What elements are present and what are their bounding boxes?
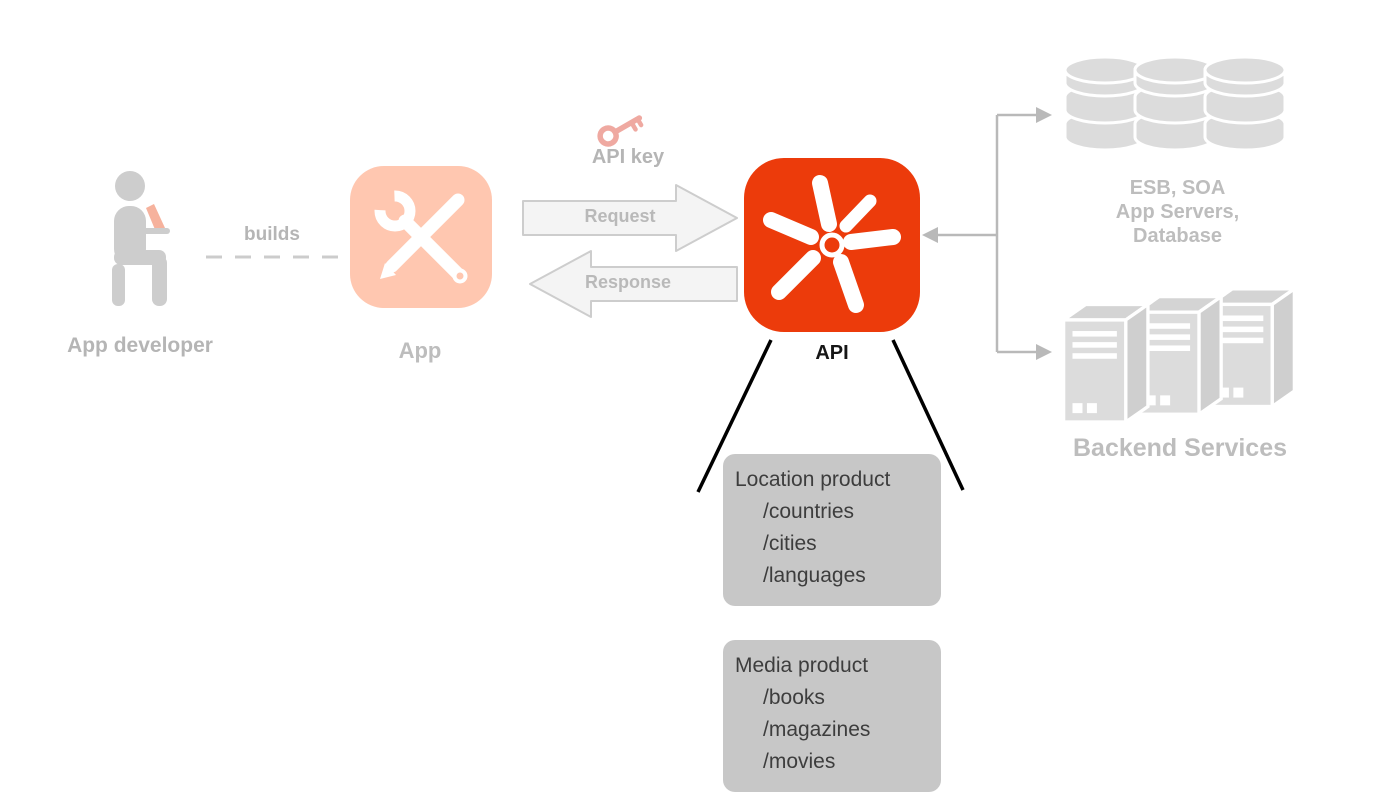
api-key-icon	[597, 115, 644, 147]
media-product-title: Media product	[735, 654, 869, 677]
api-label: API	[815, 342, 849, 364]
app-developer-icon	[112, 171, 170, 306]
media-product-item: /movies	[763, 750, 836, 773]
app-label: App	[398, 338, 442, 363]
laptop-base-icon	[138, 228, 170, 234]
location-product-box: Location product /countries /cities /lan…	[723, 454, 941, 606]
response-label: Response	[584, 272, 672, 292]
app-developer-label: App developer	[67, 334, 213, 357]
location-product-item: /languages	[763, 564, 866, 587]
location-product-item: /countries	[763, 500, 855, 523]
media-product-box: Media product /books /magazines /movies	[723, 640, 941, 792]
api-key-label: API key	[591, 146, 665, 168]
laptop-screen-icon	[146, 204, 165, 232]
media-product-item: /magazines	[763, 718, 871, 741]
pencil-icon	[380, 193, 465, 279]
request-label: Request	[584, 206, 656, 226]
middleware-label-line: ESB, SOA	[1129, 177, 1226, 199]
middleware-label: ESB, SOA App Servers, Database	[1075, 176, 1280, 248]
api-spokes-icon	[763, 175, 901, 313]
arrowhead-to-api-icon	[922, 227, 938, 243]
database-icon	[1063, 55, 1287, 152]
middleware-label-line: Database	[1133, 225, 1222, 247]
media-product-item: /books	[763, 686, 825, 709]
arrowhead-to-servers-icon	[1036, 344, 1052, 360]
wrench-icon	[374, 190, 468, 284]
backend-services-label: Backend Services	[1072, 434, 1288, 462]
backend-connector-lines	[936, 113, 1040, 354]
api-hub-icon	[819, 232, 845, 258]
middleware-label-line: App Servers,	[1115, 201, 1240, 223]
location-product-item: /cities	[763, 532, 817, 555]
api-proxy-icon	[744, 158, 920, 332]
location-product-title: Location product	[735, 468, 891, 491]
servers-icon	[1061, 287, 1297, 422]
app-icon	[350, 166, 492, 308]
builds-label: builds	[244, 224, 300, 245]
arrowhead-to-database-icon	[1036, 107, 1052, 123]
